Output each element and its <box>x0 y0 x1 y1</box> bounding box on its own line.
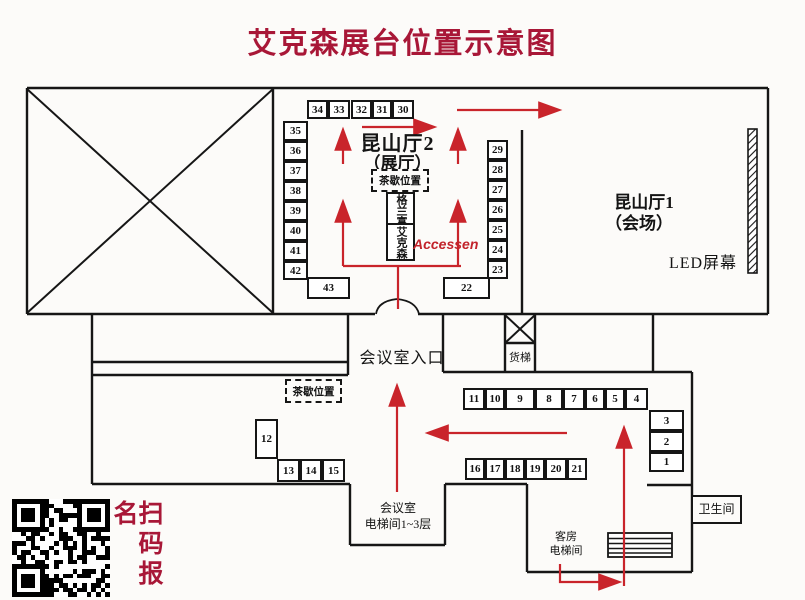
booth-32: 32 <box>351 100 372 119</box>
booth-26: 26 <box>487 200 508 220</box>
booth-2: 2 <box>649 431 684 452</box>
conference-hall-name: 昆山厅1 <box>614 193 674 212</box>
booth-19: 19 <box>525 458 545 480</box>
booth-16: 16 <box>465 458 485 480</box>
booth-18: 18 <box>505 458 525 480</box>
exhibit-hall-subtitle: （展厅） <box>363 154 432 173</box>
guest-elevator-label-line2: 电梯间 <box>549 545 583 557</box>
booth-37: 37 <box>283 161 308 181</box>
stairs-icon <box>607 532 673 558</box>
booth-29: 29 <box>487 140 508 160</box>
booth-accessen: 艾克森 <box>386 223 415 261</box>
freight-elevator-label: 货梯 <box>509 352 531 364</box>
booth-25: 25 <box>487 220 508 240</box>
booth-10: 10 <box>485 388 505 410</box>
booth-41: 41 <box>283 241 308 261</box>
booth-31: 31 <box>372 100 392 119</box>
booth-38: 38 <box>283 181 308 201</box>
tea-break-area-lower: 茶歇位置 <box>285 379 342 403</box>
wall-lines <box>25 86 770 574</box>
booth-14: 14 <box>300 459 322 482</box>
booth-39: 39 <box>283 201 308 221</box>
booth-22: 22 <box>443 277 490 299</box>
booth-6: 6 <box>585 388 605 410</box>
accessen-callout: Accessen <box>413 236 479 252</box>
booth-24: 24 <box>487 240 508 260</box>
booth-34: 34 <box>307 100 328 119</box>
booth-17: 17 <box>485 458 505 480</box>
booth-43: 43 <box>307 277 350 299</box>
exhibit-hall-name: 昆山厅2 <box>360 133 435 155</box>
led-screen-icon <box>747 128 758 274</box>
booth-1: 1 <box>649 452 684 472</box>
booth-40: 40 <box>283 221 308 241</box>
booth-4: 4 <box>625 388 648 410</box>
flow-arrow <box>558 564 623 591</box>
restroom-box <box>691 495 742 524</box>
booth-5: 5 <box>605 388 625 410</box>
freight-elevator-x-icon <box>504 314 536 344</box>
led-screen-label: LED屏幕 <box>668 255 738 272</box>
booth-21: 21 <box>567 458 587 480</box>
booth-28: 28 <box>487 160 508 180</box>
booth-20: 20 <box>545 458 567 480</box>
booth-23: 23 <box>487 260 508 279</box>
booth-27: 27 <box>487 180 508 200</box>
tea-break-area-upper: 茶歇位置 <box>371 169 429 192</box>
restroom-label: 卫生间 <box>698 502 735 516</box>
closed-area-x-icon <box>26 88 274 314</box>
booth-42: 42 <box>283 261 308 280</box>
booth-7: 7 <box>563 388 585 410</box>
booth-15: 15 <box>322 459 345 482</box>
booth-36: 36 <box>283 141 308 161</box>
meeting-elevator-label-line1: 会议室 <box>379 501 416 515</box>
entrance-label: 会议室入口 <box>359 350 445 367</box>
booth-33: 33 <box>328 100 350 119</box>
booth-3: 3 <box>649 410 684 431</box>
booth-12: 12 <box>255 419 278 459</box>
booth-35: 35 <box>283 121 308 141</box>
booth-8: 8 <box>535 388 563 410</box>
conference-hall-subtitle: （会场） <box>605 214 673 233</box>
booth-9: 9 <box>505 388 535 410</box>
meeting-elevator-label-line2: 电梯间1~3层 <box>364 517 432 531</box>
booth-30: 30 <box>392 100 414 119</box>
guest-elevator-label-line1: 客房 <box>555 531 577 543</box>
qr-code <box>12 499 110 597</box>
page-title: 艾克森展台位置示意图 <box>247 28 558 60</box>
qr-caption: 扫码报名 <box>110 500 163 590</box>
entrance-door-icon <box>375 298 420 315</box>
booth-11: 11 <box>463 388 485 410</box>
booth-13: 13 <box>277 459 300 482</box>
